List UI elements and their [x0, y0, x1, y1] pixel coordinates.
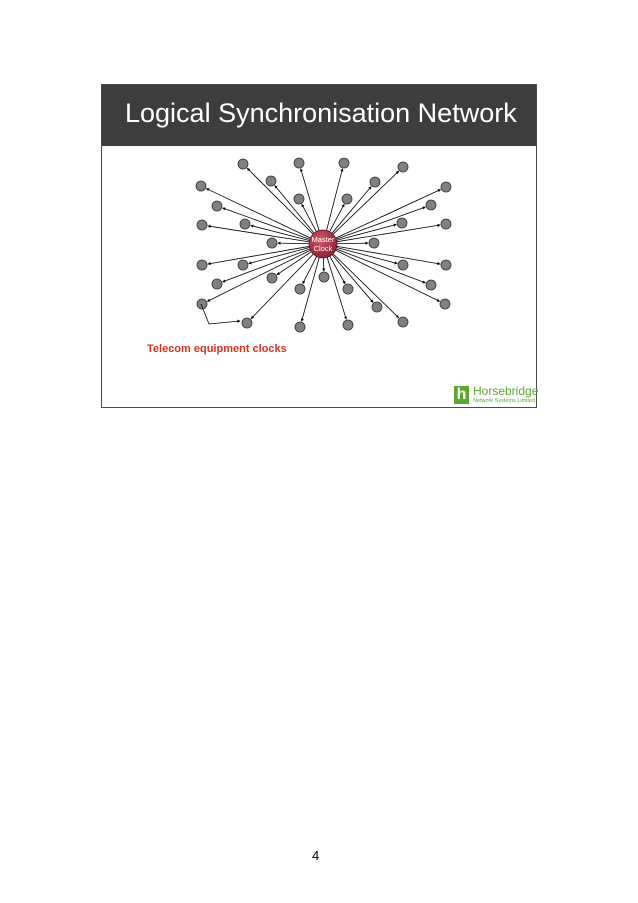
equipment-clock-node-30: [196, 298, 208, 310]
equipment-clock-node-20: [237, 259, 249, 271]
equipment-clock-node-23: [211, 278, 223, 290]
sync-link-29: [334, 247, 426, 284]
sync-link-21: [334, 246, 398, 265]
equipment-clock-node-22: [440, 259, 452, 271]
sync-link-9: [222, 207, 312, 241]
sync-link-30: [206, 248, 313, 302]
sync-link-5: [205, 188, 313, 240]
equipment-clock-node-2: [293, 157, 305, 169]
sync-link-14: [250, 224, 312, 242]
equipment-clock-node-7: [369, 176, 381, 188]
sync-link-32: [300, 255, 321, 322]
equipment-clock-node-10: [293, 193, 305, 205]
sync-link-6: [274, 185, 316, 235]
caption-pointer: [200, 303, 241, 325]
sync-link-7: [330, 186, 372, 236]
slide-title: Logical Synchronisation Network: [125, 98, 517, 128]
sync-link-20: [248, 246, 312, 265]
sync-link-3: [325, 168, 344, 233]
sync-network-diagram: Master Clock: [195, 157, 452, 333]
equipment-clock-node-13: [196, 219, 208, 231]
sync-link-15: [334, 223, 397, 242]
equipment-clock-node-32: [294, 321, 306, 333]
sync-link-12: [334, 206, 426, 241]
sync-link-2: [299, 168, 320, 233]
hub-label-line2: Clock: [314, 244, 333, 253]
equipment-clock-node-6: [265, 175, 277, 187]
equipment-clock-node-33: [342, 319, 354, 331]
equipment-clock-node-17: [266, 237, 278, 249]
sync-link-11: [328, 203, 345, 234]
sync-link-17: [277, 241, 312, 245]
company-logo: h Horsebridge Network Systems Limited: [454, 384, 538, 407]
logo-mark: h: [454, 386, 469, 404]
sync-link-1: [246, 167, 315, 236]
logo-name: Horsebridge: [473, 384, 539, 398]
equipment-clock-node-27: [342, 283, 354, 295]
title-bar: Logical Synchronisation Network: [102, 85, 536, 146]
sync-link-27: [328, 254, 346, 285]
sync-link-16: [334, 223, 441, 243]
equipment-clock-node-26: [318, 271, 330, 283]
node-group: [195, 157, 452, 333]
equipment-clock-node-12: [425, 199, 437, 211]
sync-link-4: [331, 170, 400, 236]
sync-link-23: [222, 247, 312, 283]
sync-link-8: [333, 189, 442, 240]
master-clock-hub: Master Clock: [308, 229, 338, 259]
equipment-clock-node-28: [371, 301, 383, 313]
sync-link-31: [250, 252, 315, 320]
equipment-clock-node-18: [368, 237, 380, 249]
sync-link-33: [326, 255, 347, 320]
hub-label-line1: Master: [312, 235, 335, 244]
sync-link-24: [276, 250, 314, 276]
logo-subtitle: Network Systems Limited: [473, 398, 536, 404]
caption: Telecom equipment clocks: [147, 343, 287, 355]
sync-link-34: [331, 252, 400, 319]
equipment-clock-node-11: [341, 193, 353, 205]
equipment-clock-node-3: [338, 157, 350, 169]
equipment-clock-node-9: [211, 200, 223, 212]
sync-link-10: [301, 203, 318, 234]
sync-link-25: [302, 254, 318, 285]
equipment-clock-node-5: [195, 180, 207, 192]
sync-link-35: [333, 248, 441, 302]
equipment-clock-node-15: [396, 217, 408, 229]
sync-link-19: [207, 245, 312, 266]
equipment-clock-node-14: [239, 218, 251, 230]
equipment-clock-node-4: [397, 161, 409, 173]
equipment-clock-node-24: [266, 272, 278, 284]
sync-link-28: [330, 252, 374, 303]
link-group: [205, 167, 442, 322]
sync-link-13: [207, 224, 312, 243]
equipment-clock-node-25: [294, 283, 306, 295]
equipment-clock-node-34: [397, 316, 409, 328]
equipment-clock-node-29: [425, 279, 437, 291]
page-number: 4: [312, 848, 320, 863]
equipment-clock-node-19: [196, 259, 208, 271]
equipment-clock-node-1: [237, 158, 249, 170]
equipment-clock-node-21: [397, 259, 409, 271]
sync-link-22: [334, 245, 441, 266]
equipment-clock-node-31: [241, 317, 253, 329]
slide: Logical Synchronisation Network Master C…: [101, 84, 538, 408]
equipment-clock-node-8: [440, 181, 452, 193]
equipment-clock-node-16: [440, 218, 452, 230]
equipment-clock-node-35: [439, 298, 451, 310]
sync-link-18: [334, 241, 369, 245]
